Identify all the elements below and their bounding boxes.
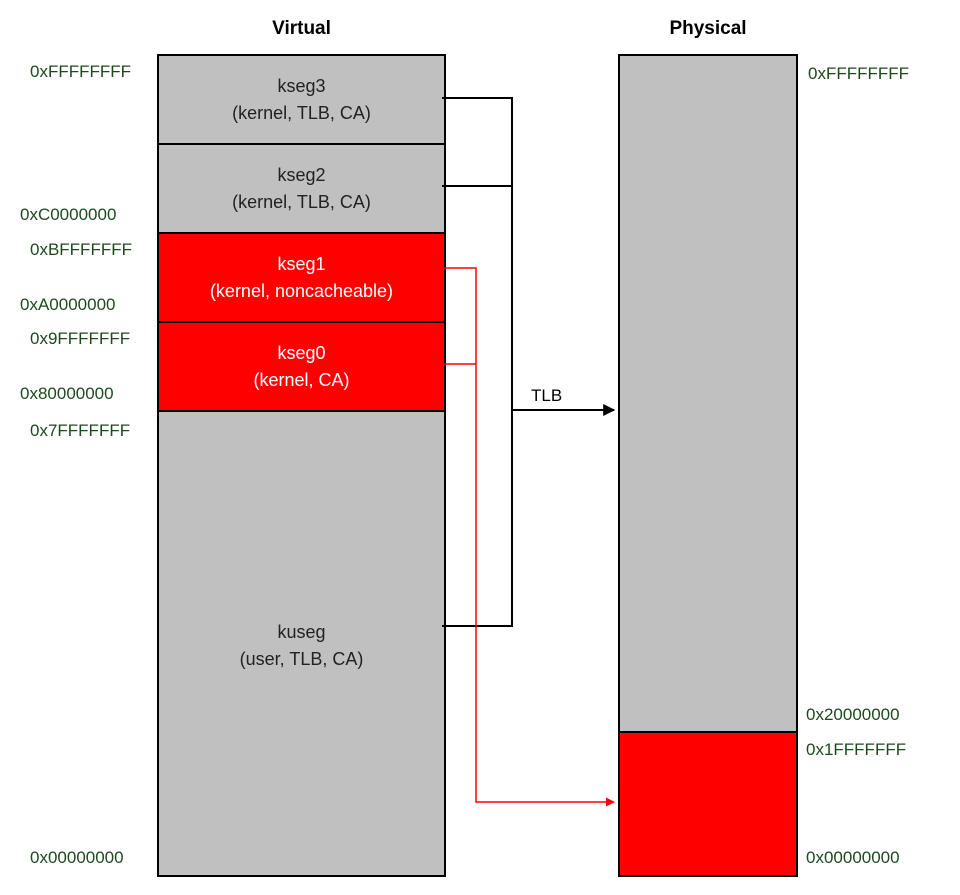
physical-address-label: 0x20000000 xyxy=(806,705,900,724)
physical-title: Physical xyxy=(669,18,747,39)
virtual-address-label: 0xA0000000 xyxy=(20,295,116,314)
kseg3-segment: kseg3 (kernel, TLB, CA) xyxy=(158,55,445,144)
physical-low-region xyxy=(619,732,797,876)
segment-name: kseg1 xyxy=(277,253,326,274)
segment-divider xyxy=(158,321,445,323)
virtual-address-label: 0x80000000 xyxy=(20,384,114,403)
physical-address-label: 0xFFFFFFFF xyxy=(808,64,910,83)
segment-name: kseg0 xyxy=(277,342,326,363)
tlb-label: TLB xyxy=(531,386,563,405)
segment-name: kuseg xyxy=(277,622,326,642)
virtual-address-label: 0xC0000000 xyxy=(20,205,117,224)
kseg0-segment: kseg0 (kernel, CA) xyxy=(158,322,445,411)
kseg3-mapping-line xyxy=(442,97,513,627)
physical-address-label: 0x00000000 xyxy=(806,848,900,867)
kseg1-segment: kseg1 (kernel, noncacheable) xyxy=(158,233,445,322)
segment-name: kseg2 xyxy=(277,164,326,185)
virtual-address-label: 0x9FFFFFFF xyxy=(30,329,131,348)
physical-mapped-region xyxy=(619,55,797,732)
segment-attributes: (kernel, TLB, CA) xyxy=(232,191,371,212)
physical-address-label: 0x1FFFFFFF xyxy=(806,740,907,759)
segment-attributes: (kernel, noncacheable) xyxy=(209,280,394,301)
virtual-address-label: 0xBFFFFFFF xyxy=(30,240,132,259)
virtual-address-label: 0xFFFFFFFF xyxy=(30,62,132,81)
segment-divider xyxy=(158,143,445,145)
segment-attributes: (kernel, TLB, CA) xyxy=(232,102,371,123)
kseg1-mapping-line xyxy=(442,267,615,807)
kseg2-segment: kseg2 (kernel, TLB, CA) xyxy=(158,144,445,233)
segment-name: kseg3 xyxy=(277,75,326,96)
virtual-address-label: 0x00000000 xyxy=(30,848,124,867)
kuseg-segment: kuseg (user, TLB, CA) xyxy=(158,411,445,876)
virtual-title: Virtual xyxy=(272,18,331,39)
segment-attributes: (kernel, CA) xyxy=(253,369,350,390)
segment-divider xyxy=(158,232,445,234)
segment-divider xyxy=(158,410,445,412)
physical-divider xyxy=(619,731,797,733)
virtual-address-label: 0x7FFFFFFF xyxy=(30,421,131,440)
segment-attributes: (user, TLB, CA) xyxy=(239,649,364,669)
